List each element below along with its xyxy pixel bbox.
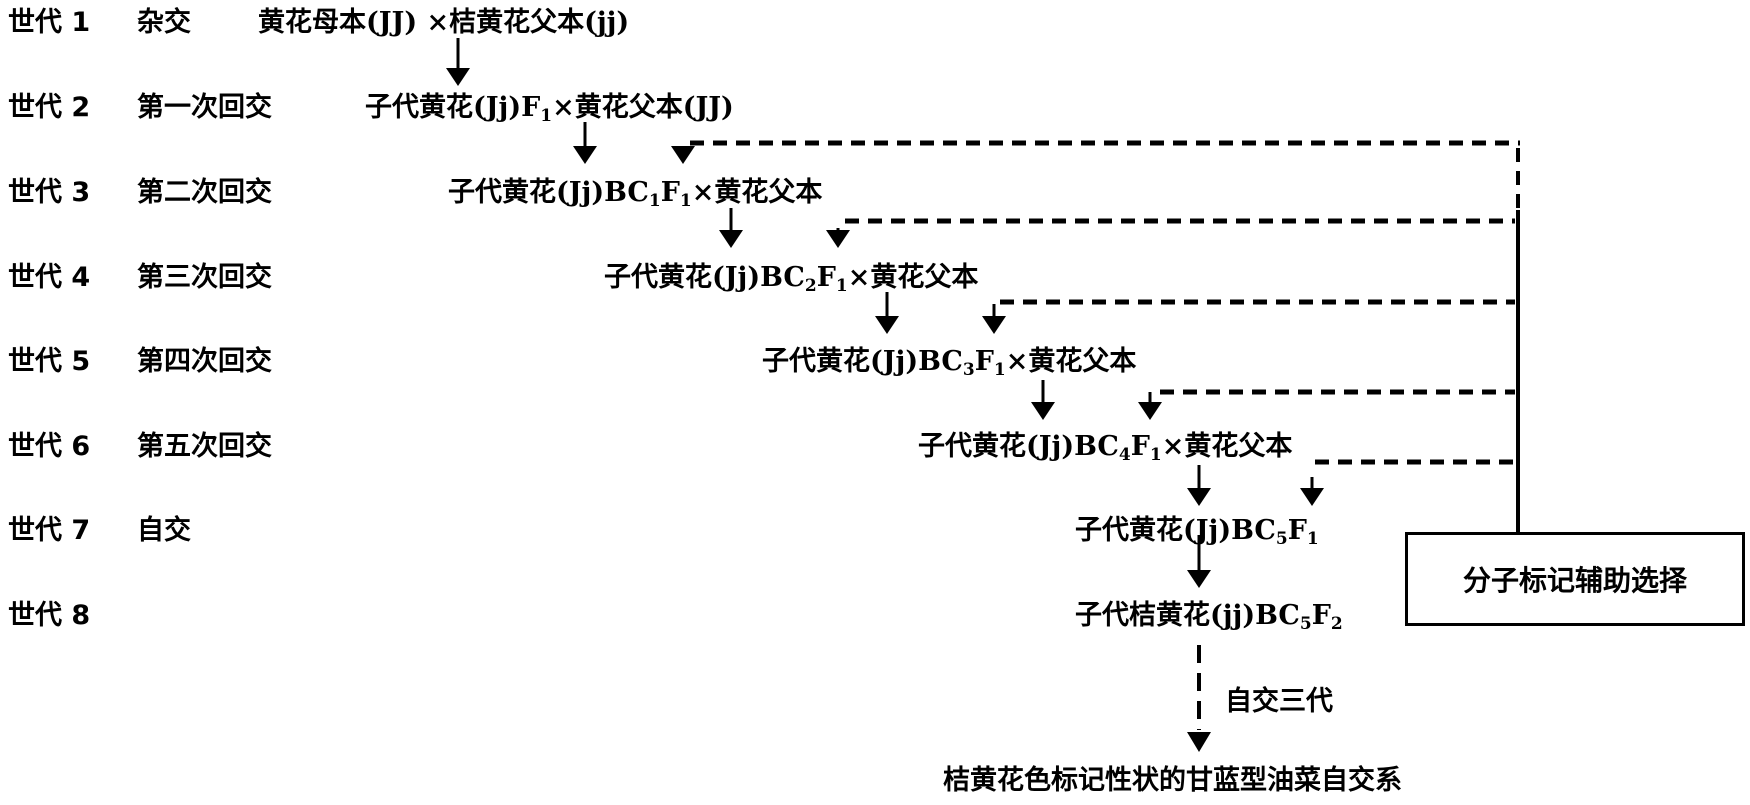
cross-g7: 子代黄花(Jj)BC5F1	[1075, 515, 1319, 549]
cross-g3: 子代黄花(Jj)BC1F1×黄花父本	[448, 177, 823, 211]
step-label: 第二次回交	[137, 177, 272, 208]
generation-label: 世代 5	[8, 346, 91, 377]
generation-label: 世代 3	[8, 177, 91, 208]
step-label: 第一次回交	[137, 92, 272, 123]
cross-g1: 黄花母本(JJ) ×桔黄花父本(jj)	[258, 7, 630, 38]
cross-g2: 子代黄花(Jj)F1×黄花父本(JJ)	[365, 92, 734, 126]
selfing-arrowhead	[1187, 732, 1211, 752]
mas-box-label: 分子标记辅助选择	[1462, 564, 1687, 597]
generation-label: 世代 1	[8, 7, 91, 38]
step-label: 第四次回交	[137, 346, 272, 377]
step-label: 自交	[137, 515, 191, 546]
cross-g5: 子代黄花(Jj)BC3F1×黄花父本	[762, 346, 1137, 380]
generation-label: 世代 6	[8, 431, 91, 462]
generation-label: 世代 7	[8, 515, 91, 546]
cross-g4: 子代黄花(Jj)BC2F1×黄花父本	[604, 262, 979, 296]
selfing-label: 自交三代	[1225, 686, 1333, 717]
step-label: 第五次回交	[137, 431, 272, 462]
generation-label: 世代 2	[8, 92, 91, 123]
generation-label: 世代 8	[8, 600, 91, 631]
step-label: 杂交	[137, 7, 191, 38]
mas-box: 分子标记辅助选择	[1405, 532, 1745, 626]
arrowhead	[446, 68, 470, 86]
generation-label: 世代 4	[8, 262, 91, 293]
final-product: 桔黄花色标记性状的甘蓝型油菜自交系	[943, 765, 1402, 796]
step-label: 第三次回交	[137, 262, 272, 293]
cross-g6: 子代黄花(Jj)BC4F1×黄花父本	[918, 431, 1293, 465]
cross-g8: 子代桔黄花(jj)BC5F2	[1075, 600, 1343, 634]
